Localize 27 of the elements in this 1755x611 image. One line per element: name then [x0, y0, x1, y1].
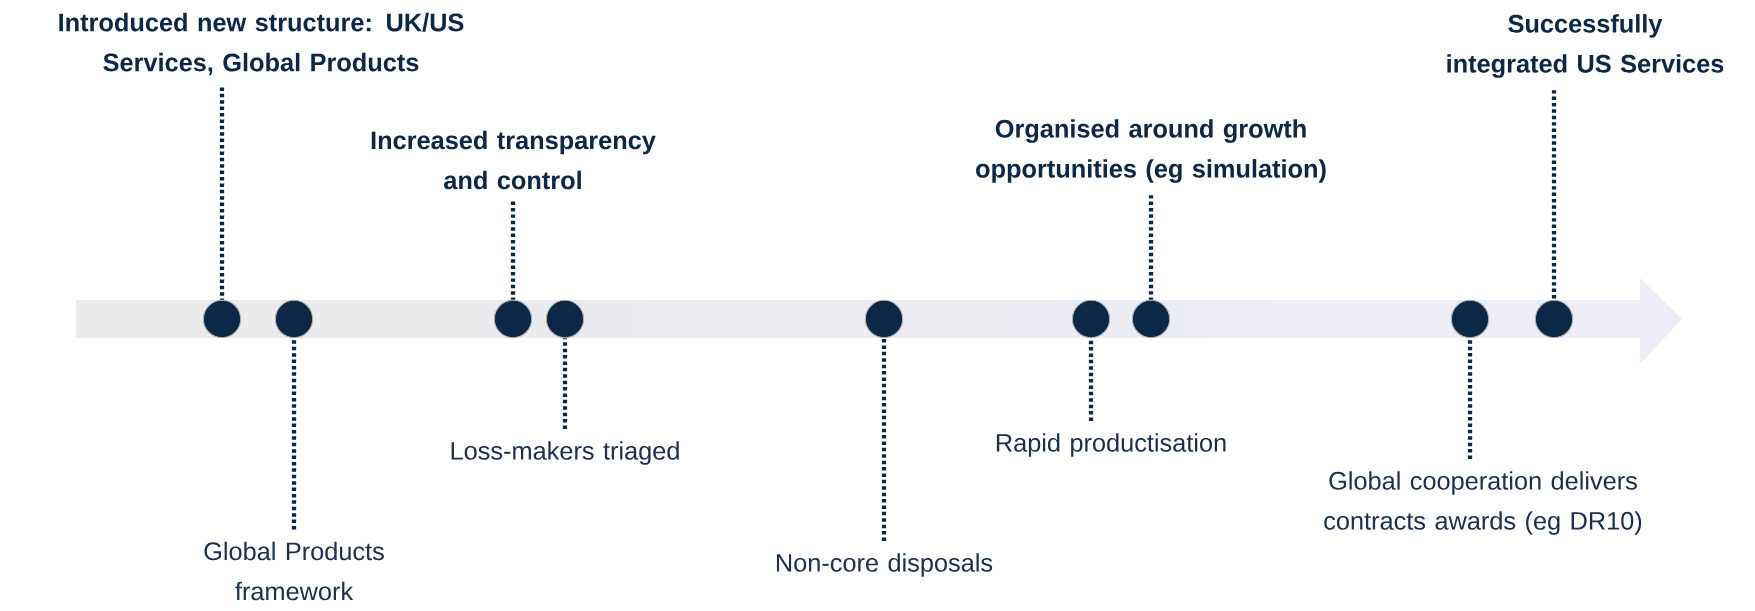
milestone-label: Global Products framework [204, 541, 384, 601]
milestone-label: Increased transparency and control [371, 130, 656, 190]
milestone-dot [202, 299, 242, 339]
milestone-label: Successfully integrated US Services [1447, 14, 1724, 78]
milestone-label: Loss-makers triaged [451, 441, 679, 465]
milestone-dot [1534, 299, 1574, 339]
leader-line [219, 87, 225, 300]
milestone-label: Rapid productisation [996, 433, 1226, 457]
leader-line [291, 338, 297, 530]
milestone-dot [1071, 299, 1111, 339]
milestone-dot [545, 299, 585, 339]
leader-line [1088, 338, 1094, 421]
milestone-label: Global cooperation delivers contracts awards (eg DR10) [1324, 471, 1642, 535]
leader-line [1551, 90, 1557, 300]
milestone-dot [864, 299, 904, 339]
milestone-dot [1131, 299, 1171, 339]
milestone-dot [274, 299, 314, 339]
milestone-label: Organised around growth opportunities (eg simulation) [976, 119, 1326, 183]
milestone-dot [493, 299, 533, 339]
leader-line [510, 201, 516, 300]
leader-line [562, 338, 568, 429]
milestone-label: Non-core disposals [776, 553, 993, 577]
leader-line [881, 338, 887, 541]
milestone-dot [1450, 299, 1490, 339]
leader-line [1467, 338, 1473, 459]
milestone-label: Introduced new structure: UK/US Services, Global Products [59, 12, 464, 76]
leader-line [1148, 195, 1154, 300]
